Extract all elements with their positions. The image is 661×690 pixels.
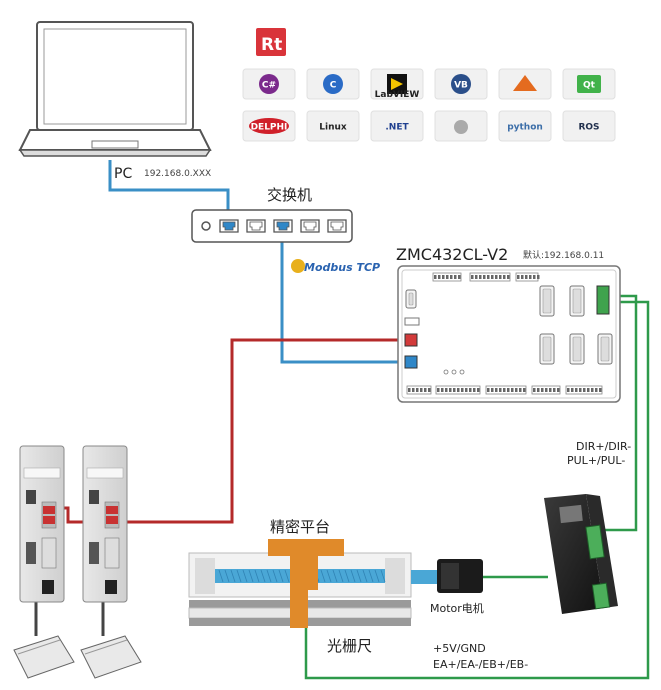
switch-controller-cable [280,232,410,364]
controller-ethercat-port [404,333,418,347]
cpp-logo-icon: C [306,68,360,100]
dotnet-logo-icon: .NET [370,110,424,142]
protocol-label: Modbus TCP [304,261,380,274]
stepper-signal-pul: PUL+/PUL- [567,454,625,467]
platform-carriage [268,539,344,628]
ros-logo-icon: ROS [562,110,616,142]
vb-logo-icon: VB [434,68,488,100]
svg-text:Rt: Rt [261,35,282,55]
servo-motor-1 [13,635,75,679]
labview-logo-icon: LabVIEW [370,68,424,100]
pc-label: PC [114,166,132,182]
ros-logo-text: ROS [578,123,599,133]
servo-motor-cable [34,602,105,636]
servo-drive-1 [19,445,65,603]
switch-label: 交换机 [267,186,312,204]
motion-controller [397,265,621,403]
scale-label: 光栅尺 [327,637,372,655]
python-logo-text: python [507,123,543,133]
apple-logo-icon [434,110,488,142]
encoder-cable [304,300,650,680]
csharp-logo-text: C# [262,81,276,91]
modbus-logo: Modbus TCP [291,259,380,274]
pc-switch-cable [108,160,230,228]
linux-logo-text: Linux [319,123,347,133]
python-logo-icon: python [498,110,552,142]
laptop-icon [18,21,212,157]
scale-signal-encoder: EA+/EA-/EB+/EB- [433,658,528,671]
servo-drive-2 [82,445,128,603]
motor-label: Motor电机 [430,601,484,615]
controller-model: ZMC432CL-V2 [396,245,508,264]
stepper-driver [544,494,618,614]
stepper-motor [411,559,483,593]
ethercat-cable [112,338,410,524]
qt-logo-icon: Qt [562,68,616,100]
scale-signal-power: +5V/GND [433,642,486,655]
controller-details [404,272,613,395]
pulse-signal-cable [604,294,638,532]
delphi-logo-text: DELPHI [251,123,288,133]
cpp-logo-text: C [330,81,337,91]
platform-label: 精密平台 [270,518,330,536]
linux-logo-icon: Linux [306,110,360,142]
rt-logo: Rt [256,28,286,56]
stepper-signal-dir: DIR+/DIR- [576,440,631,453]
matlab-logo-icon [498,68,552,100]
servo-motor-2 [80,635,142,679]
pc-ip: 192.168.0.XXX [144,169,211,179]
csharp-logo-icon: C# [242,68,296,100]
labview-logo-text: LabVIEW [375,90,420,100]
servo-motors [13,635,142,679]
controller-pulse-port [596,285,610,315]
network-switch [191,209,353,243]
controller-ethernet-port [404,355,418,369]
qt-logo-text: Qt [583,81,596,91]
servo-drives [19,445,128,603]
switch-ports [219,219,347,233]
controller-default-ip: 默认:192.168.0.11 [523,249,604,261]
vb-logo-text: VB [454,81,468,91]
delphi-logo-icon: DELPHI [242,110,296,142]
dotnet-logo-text: .NET [385,123,409,133]
